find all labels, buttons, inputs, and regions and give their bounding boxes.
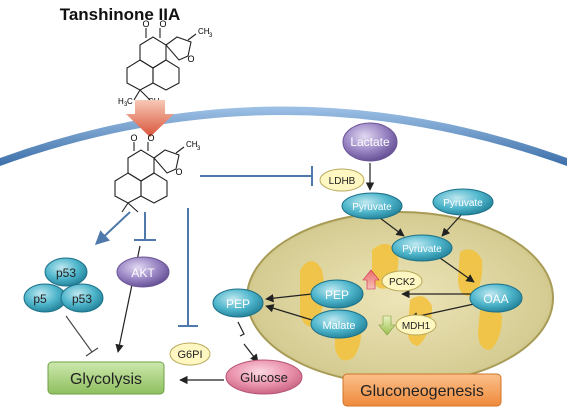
pyruvate-label-cytosol-right: Pyruvate (443, 198, 483, 209)
akt-label: AKT (131, 266, 155, 280)
p53-inhibition (65, 315, 99, 357)
dimethyl-label-left: H (118, 97, 124, 106)
methyl-sub-label: 3 (209, 33, 213, 39)
downregulation-arrow-icon (378, 315, 396, 336)
p53-label-right: p53 (72, 292, 92, 306)
pck2-enzyme (381, 270, 423, 292)
malate-node (310, 309, 368, 339)
methyl-sub-label-2: 3 (197, 146, 201, 152)
pyruvate-node-cytosol-left (341, 192, 403, 220)
oaa-node (469, 283, 523, 313)
ldhb-label: LDHB (329, 176, 356, 187)
oxygen-label-2: O (159, 19, 166, 29)
ldhb-enzyme (319, 168, 365, 192)
oxygen-label-5: O (147, 133, 154, 143)
dimethyl-sub-left: 3 (124, 102, 128, 108)
glucose-label: Glucose (240, 370, 288, 385)
pep-label-mitochondrial: PEP (325, 288, 349, 302)
tanshinone-molecule-cell (114, 142, 185, 213)
p53-label-left: p5 (33, 292, 47, 306)
lactate-label: Lactate (350, 135, 390, 149)
mdh1-enzyme (395, 314, 437, 336)
methyl-label-2: CH (186, 140, 198, 149)
akt-node (116, 256, 170, 288)
g6pi-label: G6PI (177, 349, 202, 361)
pck2-label: PCK2 (389, 277, 416, 288)
oxygen-label-6: O (175, 167, 182, 177)
p53-node-top (44, 257, 88, 287)
oaa-label: OAA (483, 292, 508, 306)
dimethyl-c-left: C (127, 97, 133, 106)
malate-label: Malate (322, 320, 355, 332)
mdh1-label: MDH1 (402, 321, 431, 332)
tanshinone-molecule-top (126, 28, 197, 101)
pyruvate-node-cytosol-right (432, 188, 494, 216)
title: Tanshinone IIA (60, 5, 181, 24)
cell-membrane (0, 106, 567, 166)
upregulation-arrow-icon (362, 269, 380, 290)
inhibition-lines (94, 166, 313, 327)
entry-arrow (126, 100, 174, 137)
pep-node-mitochondrial (310, 279, 364, 309)
oxygen-label-1: O (142, 19, 149, 29)
pyruvate-label-mitochondrial: Pyruvate (402, 244, 442, 255)
gluconeogenesis-box (342, 373, 502, 407)
gluconeogenesis-label: Gluconeogenesis (360, 383, 484, 400)
glucose-node (225, 359, 303, 395)
pyruvate-node-mitochondrial (391, 234, 453, 262)
pyruvate-label-cytosol-left: Pyruvate (352, 202, 392, 213)
methyl-label: CH (198, 27, 210, 36)
p53-label-top: p53 (56, 266, 76, 280)
g6pi-enzyme (169, 342, 211, 366)
p53-node-right (60, 283, 104, 313)
pep-label-cytosol: PEP (226, 297, 250, 311)
oxygen-label-3: O (187, 54, 194, 64)
lactate-node (342, 122, 398, 162)
glycolysis-label: Glycolysis (70, 371, 142, 388)
glycolysis-box (47, 361, 165, 395)
pep-node-cytosol (212, 288, 264, 318)
oxygen-label-4: O (130, 133, 137, 143)
